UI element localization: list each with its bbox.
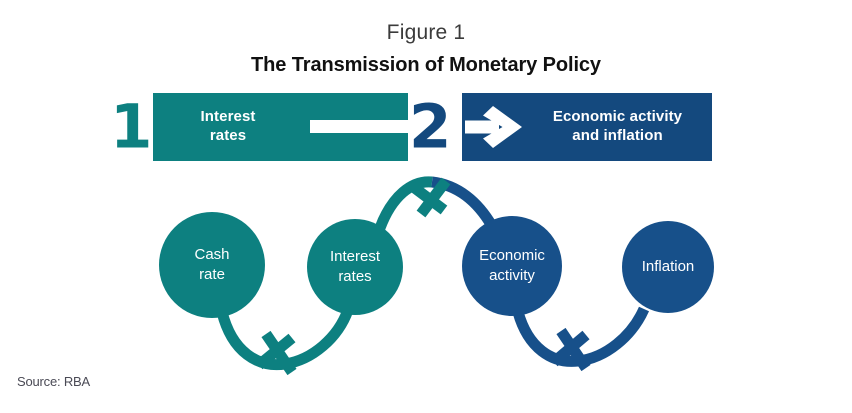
arrow-right-icon bbox=[465, 106, 522, 148]
node-cash-rate[interactable]: Cash rate bbox=[159, 212, 265, 318]
node-economic-activity-line1: Economic bbox=[479, 247, 545, 264]
node-inflation-label: Inflation bbox=[641, 258, 695, 275]
band-economic-activity-line1: Economic activity bbox=[552, 108, 683, 125]
node-interest-rates-line2: rates bbox=[338, 268, 372, 285]
band-economic-activity-label: Economic activity and inflation bbox=[530, 107, 705, 145]
node-interest-rates-line1: Interest bbox=[329, 248, 381, 265]
arrow-shaft-right-icon bbox=[310, 120, 408, 133]
connector-interest-rates-to-economic-activity bbox=[374, 176, 497, 231]
node-economic-activity[interactable]: Economic activity bbox=[462, 216, 562, 316]
figure-title: The Transmission of Monetary Policy bbox=[251, 54, 601, 76]
band-interest-rates-label: Interest rates bbox=[163, 107, 293, 145]
band-interest-rates-line1: Interest bbox=[200, 108, 256, 125]
node-interest-rates[interactable]: Interest rates bbox=[307, 219, 403, 315]
band-economic-activity-and-inflation: Economic activity and inflation bbox=[462, 93, 712, 161]
node-economic-activity-label: Economic activity bbox=[479, 246, 545, 286]
step-number-2: 2 bbox=[409, 91, 452, 163]
source-note: Source: RBA bbox=[17, 374, 90, 389]
figure-label: Figure 1 bbox=[386, 21, 466, 44]
node-cash-rate-line2: rate bbox=[199, 266, 225, 283]
node-economic-activity-line2: activity bbox=[489, 267, 535, 284]
connector-cash-rate-to-interest-rates bbox=[216, 307, 354, 376]
node-interest-rates-label: Interest rates bbox=[330, 247, 380, 287]
step-number-1: 1 bbox=[110, 91, 153, 163]
connector-economic-activity-to-inflation bbox=[512, 306, 650, 372]
node-cash-rate-line1: Cash bbox=[194, 246, 230, 263]
node-cash-rate-label: Cash rate bbox=[194, 245, 229, 285]
band-economic-activity-line2: and inflation bbox=[572, 127, 663, 144]
band-interest-rates: Interest rates bbox=[153, 93, 408, 161]
node-inflation[interactable]: Inflation bbox=[622, 221, 714, 313]
transmission-banner: 1 Interest rates 2 Economic activity and… bbox=[0, 93, 852, 161]
band-interest-rates-line2: rates bbox=[209, 127, 247, 144]
